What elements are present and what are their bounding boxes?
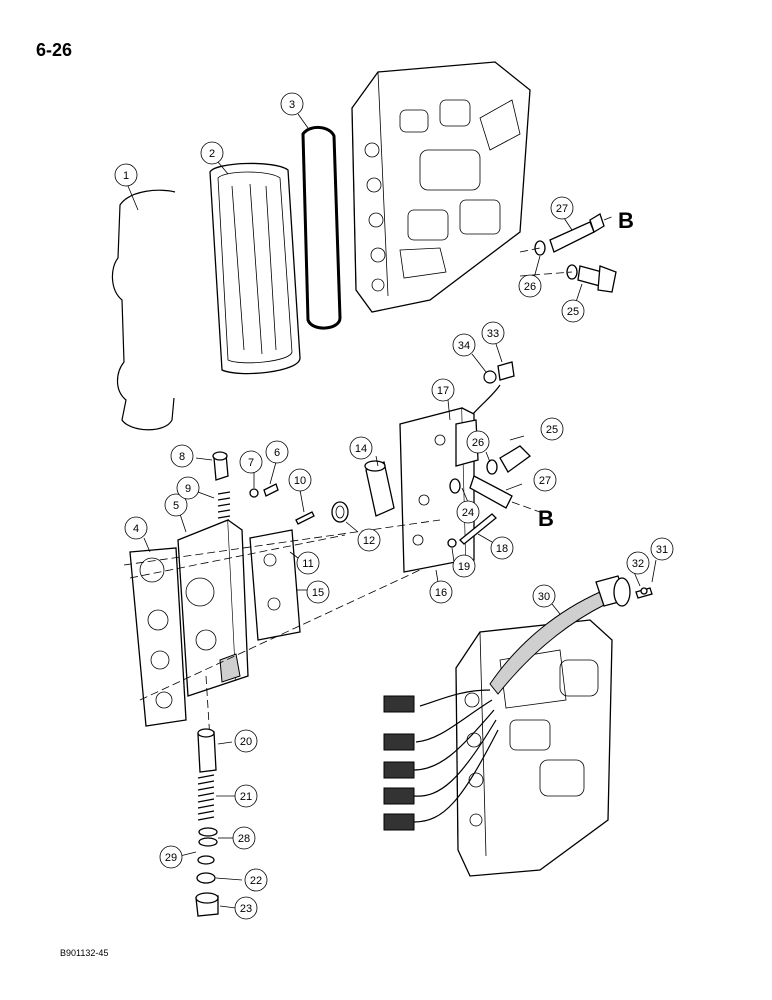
- callout-31-label: 31: [656, 544, 668, 556]
- callout-8: 8: [170, 444, 194, 468]
- callout-25-upper: 25: [561, 299, 585, 323]
- callout-11-label: 11: [302, 558, 313, 570]
- callout-25-upper-label: 25: [567, 306, 579, 318]
- callout-26-middle: 26: [466, 430, 490, 454]
- callout-15: 15: [306, 580, 330, 604]
- callout-27-upper-label: 27: [556, 203, 568, 215]
- reference-b-upper: B: [618, 208, 634, 233]
- callout-28: 28: [232, 826, 256, 850]
- callout-14: 14: [349, 436, 373, 460]
- callout-30: 30: [532, 584, 556, 608]
- callout-32-label: 32: [632, 558, 644, 570]
- callout-30-label: 30: [538, 591, 550, 603]
- callout-4-label: 4: [133, 523, 139, 535]
- callout-34-label: 34: [458, 340, 470, 352]
- seal-ring: [331, 501, 349, 523]
- wire-harness: [383, 575, 653, 831]
- callout-4: 4: [124, 516, 148, 540]
- valve-cover: [209, 162, 301, 375]
- callout-26-upper-label: 26: [524, 281, 536, 293]
- solenoid-plate: [399, 407, 479, 573]
- reference-b-middle: B: [538, 506, 554, 531]
- callout-27-middle: 27: [533, 468, 557, 492]
- page-number: 6-26: [36, 40, 73, 60]
- callout-22: 22: [244, 868, 268, 892]
- callout-5: 5: [164, 493, 188, 517]
- callout-1: 1: [114, 163, 138, 187]
- callout-23-label: 23: [240, 903, 252, 915]
- callout-27-upper: 27: [550, 196, 574, 220]
- callout-24-label: 24: [462, 507, 474, 519]
- callout-3: 3: [280, 92, 304, 116]
- callout-24: 24: [456, 500, 480, 524]
- callout-15-label: 15: [312, 587, 324, 599]
- callout-6: 6: [265, 440, 289, 464]
- middle-fittings: [449, 445, 541, 513]
- callout-25-middle-label: 25: [546, 424, 558, 436]
- callout-33: 33: [481, 321, 505, 345]
- callout-14-label: 14: [355, 443, 367, 455]
- callout-12: 12: [357, 528, 381, 552]
- callout-8-label: 8: [179, 451, 185, 463]
- sleeve: [364, 460, 395, 517]
- callout-12-label: 12: [363, 535, 375, 547]
- callout-9: 9: [176, 476, 200, 500]
- callout-10-label: 10: [294, 475, 306, 487]
- callout-20: 20: [234, 729, 258, 753]
- callout-16-label: 16: [435, 587, 447, 599]
- callout-21: 21: [234, 784, 258, 808]
- callout-23: 23: [234, 896, 258, 920]
- callout-25-middle: 25: [540, 417, 564, 441]
- callout-9-label: 9: [185, 483, 191, 495]
- callout-16: 16: [429, 580, 453, 604]
- callout-2: 2: [200, 141, 224, 165]
- leader-lines: [127, 113, 657, 909]
- callout-19: 19: [452, 554, 476, 578]
- callout-2-label: 2: [209, 148, 215, 160]
- pin: [295, 511, 315, 525]
- callout-27-middle-label: 27: [539, 475, 551, 487]
- callout-11: 11: [296, 551, 320, 575]
- valve-housing: [177, 519, 249, 697]
- callout-19-label: 19: [458, 561, 470, 573]
- callout-29-label: 29: [165, 852, 177, 864]
- callout-18: 18: [490, 536, 514, 560]
- callout-31: 31: [650, 537, 674, 561]
- callout-34: 34: [452, 333, 476, 357]
- callout-26-middle-label: 26: [472, 437, 484, 449]
- housing-gasket: [129, 547, 187, 727]
- callout-1-label: 1: [123, 170, 129, 182]
- callout-22-label: 22: [250, 875, 262, 887]
- callout-26-upper: 26: [518, 274, 542, 298]
- retaining-wire: [111, 189, 176, 431]
- callout-17-label: 17: [437, 385, 449, 397]
- callout-28-label: 28: [238, 833, 250, 845]
- lower-stack: [195, 728, 219, 917]
- screw-washer-plunger: [212, 451, 279, 525]
- callout-5-label: 5: [173, 500, 179, 512]
- lower-valve-body: [455, 619, 613, 877]
- callout-20-label: 20: [240, 736, 252, 748]
- spacer-plate: [249, 529, 301, 641]
- callout-10: 10: [288, 468, 312, 492]
- upper-valve-body: [351, 61, 531, 313]
- callout-6-label: 6: [274, 447, 280, 459]
- callout-17: 17: [431, 378, 455, 402]
- upper-fittings: [519, 213, 617, 293]
- callout-3-label: 3: [289, 99, 295, 111]
- figure-code: B901132-45: [60, 948, 109, 958]
- callout-7-label: 7: [248, 457, 254, 469]
- callout-29: 29: [159, 845, 183, 869]
- bolt-and-washer: [447, 513, 497, 548]
- callout-7: 7: [239, 450, 263, 474]
- callout-32: 32: [626, 551, 650, 575]
- cover-gasket: [301, 126, 342, 330]
- callout-21-label: 21: [240, 791, 252, 803]
- callout-18-label: 18: [496, 543, 508, 555]
- callout-33-label: 33: [487, 328, 499, 340]
